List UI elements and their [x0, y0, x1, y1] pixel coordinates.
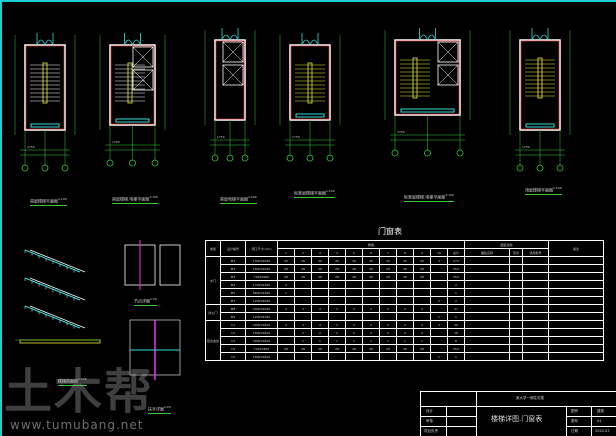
label-9: 扶手详图1:20: [148, 405, 171, 415]
label-5: 标准层楼梯.电梯平面图1:100: [404, 193, 454, 203]
door-window-table-title: 门窗表: [378, 227, 402, 236]
dimension-text: 1750: [112, 140, 120, 144]
label-8: 节点详图1:20: [134, 297, 157, 307]
label-4: 标准层楼梯平面图1:100: [294, 189, 335, 199]
title-block: 某大学一期住宅楼 设计 审核 项目负责 楼梯详图.门窗表 图别 建施 图号 04…: [420, 391, 616, 436]
label-2: 首层楼梯.电梯平面图1:100: [112, 195, 158, 205]
dimension-text: 1750: [397, 130, 405, 134]
label-7: 楼梯剖面图1:100: [58, 377, 87, 387]
label-1: 首层楼梯平面图1:100: [30, 197, 67, 207]
label-3: 首层电梯平面图1:100: [220, 195, 257, 205]
dimension-text: 1750: [522, 145, 530, 149]
drawing-title: 楼梯详图.门窗表: [491, 415, 543, 423]
dimension-text: 1750: [27, 145, 35, 149]
project-name: 某大学一期住宅楼: [516, 396, 544, 400]
dimension-text: 1750: [217, 135, 225, 139]
watermark-url: www.tumubang.net: [10, 418, 144, 432]
viewport-border: [0, 0, 2, 436]
viewport-border-top: [0, 0, 616, 2]
label-6: 顶层楼梯平面图1:100: [525, 186, 562, 196]
dimension-text: 1750: [292, 135, 300, 139]
watermark-logo: 土木帮: [4, 364, 155, 420]
